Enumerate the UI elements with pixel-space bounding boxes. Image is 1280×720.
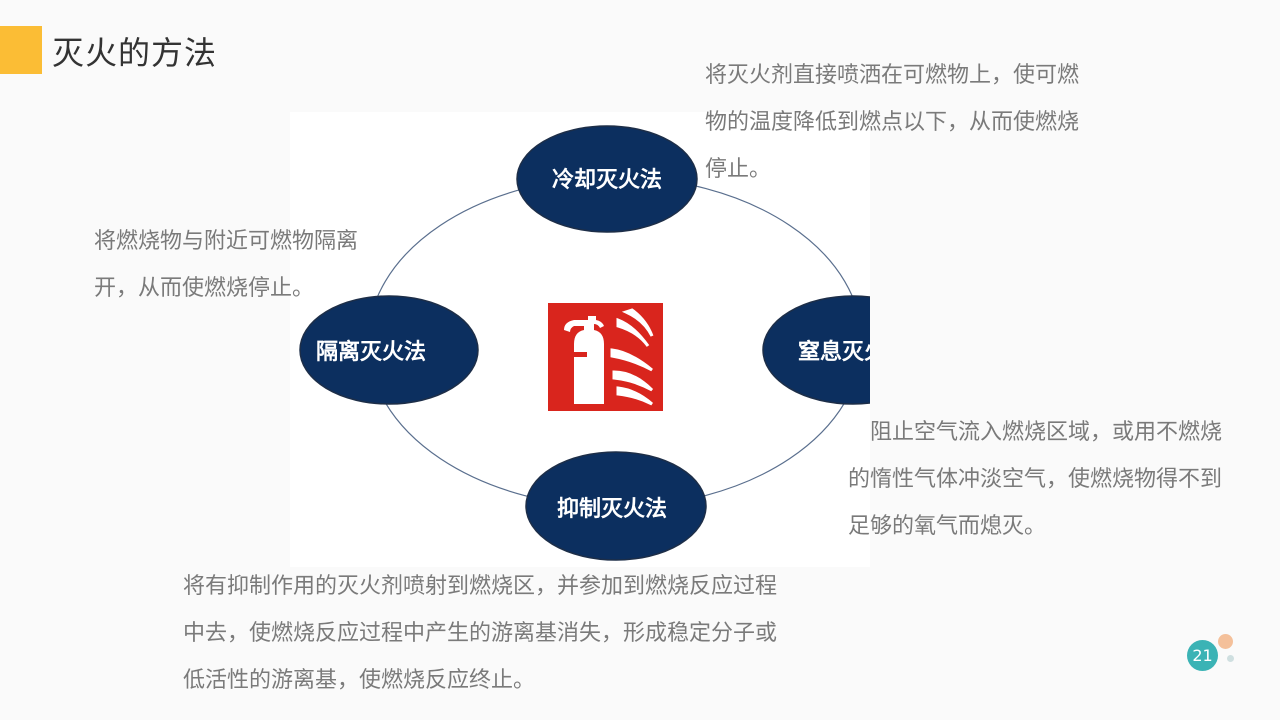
- node-isolation-label: 隔离灭火法: [316, 339, 426, 365]
- cooling-description: 将灭火剂直接喷洒在可燃物上，使可燃物的温度降低到燃点以下，从而使燃烧停止。: [705, 63, 1080, 182]
- node-suppression-label: 抑制灭火法: [557, 496, 667, 522]
- suffocation-description: 阻止空气流入燃烧区域，或用不燃烧的惰性气体冲淡空气，使燃烧物得不到足够的氧气而熄…: [848, 409, 1228, 550]
- page-title: 灭火的方法: [52, 34, 218, 72]
- title-accent-bar: [0, 26, 42, 74]
- node-suppression: 抑制灭火法: [525, 451, 707, 561]
- node-cooling-label: 冷却灭火法: [552, 167, 662, 193]
- fire-extinguisher-sign-icon: [548, 303, 663, 411]
- node-cooling: 冷却灭火法: [516, 125, 698, 233]
- node-isolation: 隔离灭火法: [299, 295, 479, 405]
- suppression-description: 将有抑制作用的灭火剂喷射到燃烧区，并参加到燃烧反应过程中去，使燃烧反应过程中产生…: [183, 574, 778, 693]
- suffocation-description-text: 阻止空气流入燃烧区域，或用不燃烧的惰性气体冲淡空气，使燃烧物得不到足够的氧气而熄…: [848, 420, 1223, 539]
- decorative-dot-gray: [1227, 655, 1234, 662]
- isolation-description: 将燃烧物与附近可燃物隔离开，从而使燃烧停止。: [94, 229, 359, 301]
- fire-methods-diagram: 冷却灭火法 隔离灭火法 窒息灭火法 抑制灭火法: [290, 112, 870, 567]
- node-suffocation-label: 窒息灭火法: [798, 339, 870, 365]
- node-suffocation: 窒息灭火法: [762, 295, 870, 405]
- diagram-svg: 冷却灭火法 隔离灭火法 窒息灭火法 抑制灭火法: [299, 125, 870, 561]
- page-number-badge: 21: [1187, 640, 1218, 671]
- decorative-dot-orange: [1218, 634, 1233, 649]
